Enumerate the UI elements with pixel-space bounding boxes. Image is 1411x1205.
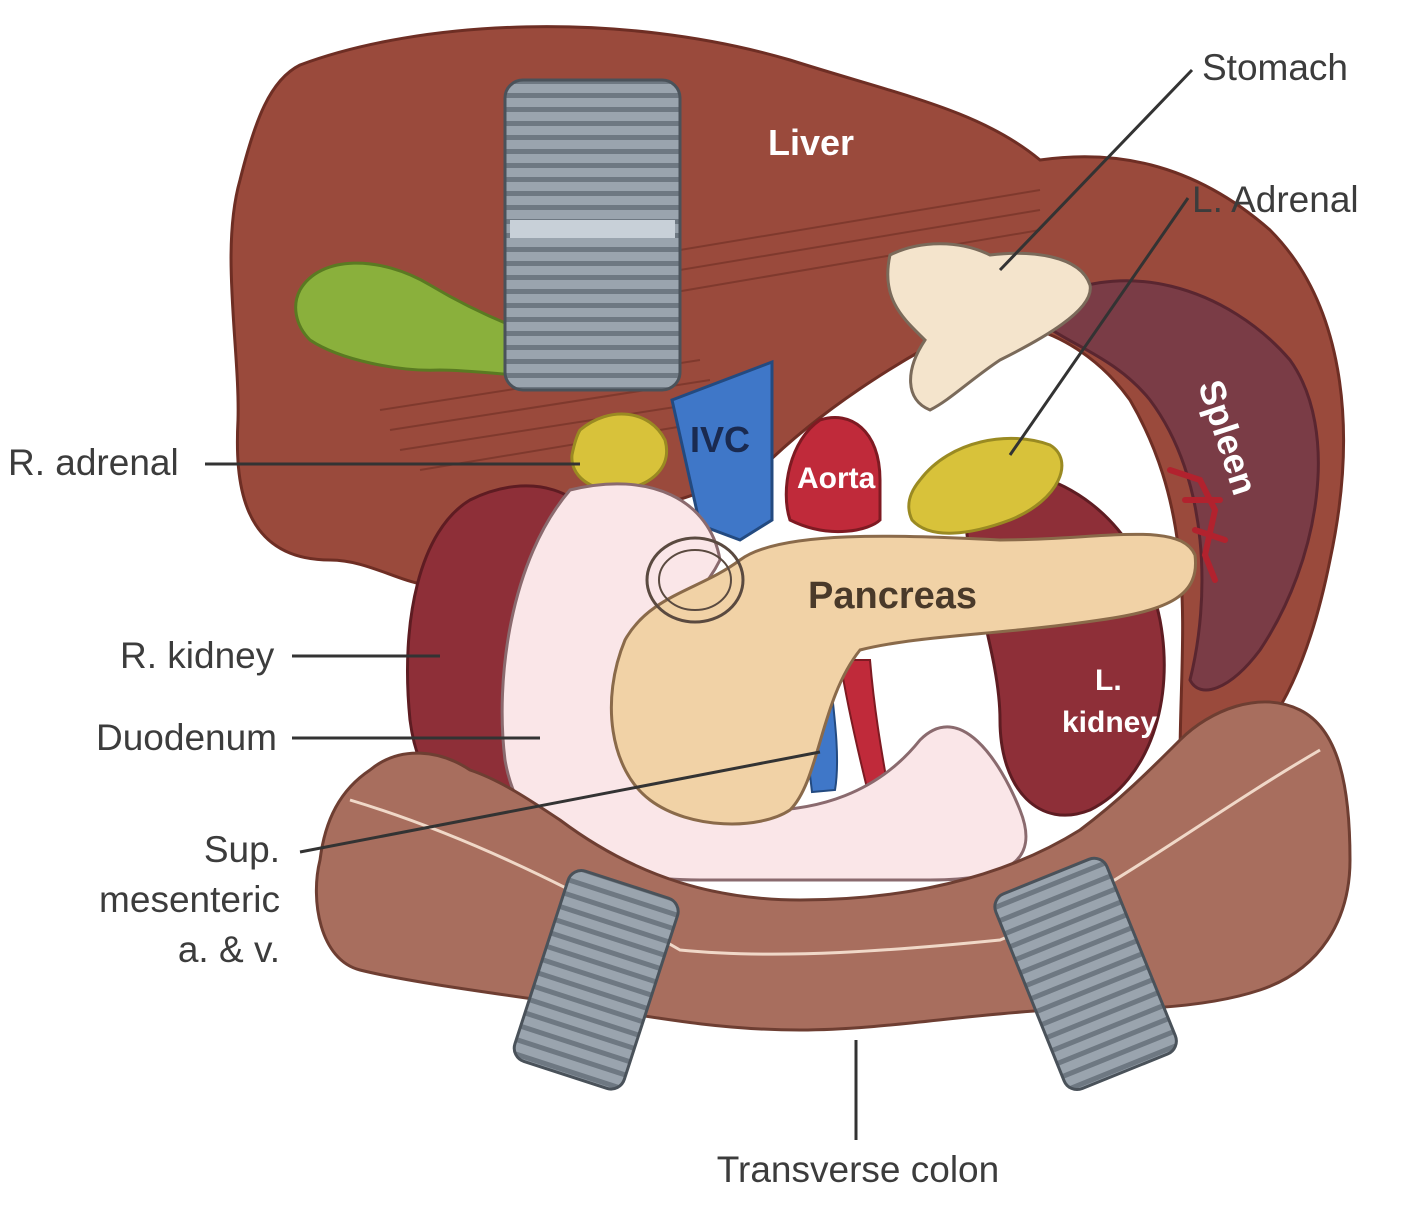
right-adrenal xyxy=(570,412,668,492)
label-sma-line2: mesenteric xyxy=(99,879,280,920)
label-l-adrenal: L. Adrenal xyxy=(1192,179,1359,220)
retractor-left xyxy=(512,869,680,1091)
pancreas xyxy=(609,532,1198,826)
label-liver: Liver xyxy=(768,122,854,163)
liver-retractor xyxy=(503,78,682,392)
label-l-kidney-2: kidney xyxy=(1062,706,1157,739)
bile-duct-inner xyxy=(658,549,732,611)
label-sma-line1: Sup. xyxy=(204,829,280,870)
label-aorta: Aorta xyxy=(797,462,876,495)
label-r-adrenal: R. adrenal xyxy=(8,442,179,483)
stomach xyxy=(886,242,1092,412)
label-stomach: Stomach xyxy=(1202,47,1348,88)
label-l-kidney-1: L. xyxy=(1095,664,1122,697)
inferior-vena-cava xyxy=(670,359,774,542)
bile-duct-cross-section xyxy=(645,536,745,624)
colon-taenia xyxy=(349,748,1321,956)
leader-l-adrenal xyxy=(1008,197,1190,456)
spleen xyxy=(1027,279,1320,692)
label-duodenum: Duodenum xyxy=(96,717,277,758)
label-ivc: IVC xyxy=(690,419,750,460)
label-transverse-colon: Transverse colon xyxy=(717,1149,999,1190)
splenic-vessels xyxy=(1167,467,1228,583)
leader-sma xyxy=(299,750,821,854)
aorta xyxy=(784,416,882,533)
left-adrenal xyxy=(907,436,1064,535)
label-sma-line3: a. & v. xyxy=(178,929,280,970)
retractor-right xyxy=(993,856,1178,1092)
label-r-kidney: R. kidney xyxy=(120,635,275,676)
leader-stomach xyxy=(998,68,1194,272)
label-pancreas: Pancreas xyxy=(808,575,977,617)
